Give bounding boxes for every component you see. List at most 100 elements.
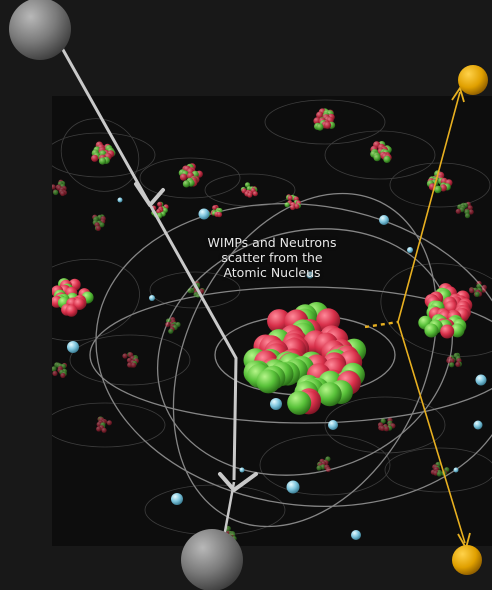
distant-nucleus: [52, 362, 68, 379]
distant-nucleus: [240, 182, 258, 198]
distant-nucleus: [96, 416, 112, 433]
distant-nucleus: [92, 214, 106, 231]
proton: [290, 204, 296, 211]
scattered-direction-arrow: [218, 472, 258, 492]
scatter-caption: WIMPs and Neutrons scatter from the Atom…: [190, 235, 354, 280]
proton: [252, 191, 258, 197]
proton: [313, 117, 321, 125]
neutron: [380, 418, 386, 424]
proton: [131, 362, 137, 368]
electron: [270, 398, 282, 410]
electron: [475, 374, 487, 386]
distant-nucleus: [455, 201, 474, 219]
neutron: [464, 213, 471, 219]
neutron: [316, 465, 322, 471]
neutron: [284, 202, 290, 208]
neutron: [287, 390, 312, 415]
proton: [325, 466, 331, 473]
recoil-paths: [364, 85, 471, 551]
distant-nucleus: [316, 456, 331, 473]
left-nucleus: [52, 278, 94, 317]
proton: [467, 205, 473, 211]
electron: [149, 295, 155, 301]
neighbor-nucleus: [418, 283, 473, 339]
neutron: [168, 328, 174, 334]
proton: [287, 195, 293, 201]
electron: [351, 530, 361, 540]
neutron: [434, 186, 442, 194]
distant-orbits: [52, 99, 492, 536]
neutron: [98, 157, 107, 165]
distant-nucleus: [370, 141, 392, 163]
distant-nuclei: [52, 108, 487, 542]
proton: [91, 154, 99, 162]
proton: [294, 203, 300, 209]
distant-nucleus: [313, 108, 336, 131]
incoming-direction-arrow: [134, 182, 165, 207]
electron: [239, 467, 245, 473]
proton: [455, 208, 461, 214]
proton: [216, 212, 223, 218]
distant-nucleus: [122, 352, 139, 368]
electron: [453, 467, 459, 473]
neutron: [53, 189, 59, 196]
electron: [407, 247, 413, 253]
distant-nucleus: [91, 141, 116, 165]
proton: [316, 111, 324, 119]
distant-nucleus: [165, 317, 181, 334]
neutron: [256, 369, 281, 394]
distant-nucleus: [52, 179, 67, 197]
proton: [127, 362, 133, 368]
recoil-particle-upper: [458, 65, 488, 95]
proton: [60, 372, 66, 379]
proton: [52, 184, 56, 190]
recoil-path-down: [397, 321, 466, 544]
distant-nucleus: [284, 194, 301, 211]
distant-nucleus: [178, 163, 203, 188]
proton: [60, 190, 66, 197]
distant-nucleus: [469, 280, 487, 297]
proton: [469, 288, 475, 294]
distant-nucleus: [446, 352, 462, 368]
orbit-ring: [89, 286, 492, 424]
proton: [384, 426, 390, 432]
caption-line-1: WIMPs and Neutrons: [207, 235, 337, 250]
proton: [481, 287, 487, 293]
recoil-path-up: [397, 91, 461, 323]
neutron: [52, 366, 57, 372]
distant-nucleus: [377, 417, 396, 432]
electron: [379, 215, 389, 225]
neutron: [449, 362, 455, 368]
proton: [440, 324, 455, 339]
proton: [96, 426, 102, 432]
neutron: [187, 288, 193, 294]
recoil-arrow-up: [451, 85, 465, 103]
neutron: [474, 291, 480, 297]
proton: [324, 121, 332, 129]
electron: [306, 271, 314, 279]
proton: [165, 321, 171, 328]
neutron: [320, 464, 326, 470]
impact-dashed-line: [364, 320, 399, 329]
caption-line-3: Atomic Nucleus: [223, 264, 321, 280]
central-atomic-nucleus: [243, 302, 367, 415]
neutron: [450, 323, 465, 338]
neutron: [316, 123, 324, 131]
electron: [473, 420, 483, 430]
electron: [67, 341, 79, 353]
neutron: [99, 222, 105, 228]
neutron: [182, 180, 190, 188]
proton: [95, 225, 101, 231]
proton: [449, 358, 455, 364]
electron: [286, 480, 300, 494]
neutron: [436, 471, 442, 477]
recoil-particle-lower: [452, 545, 482, 575]
caption-line-2: scatter from the: [221, 249, 323, 265]
neutron: [424, 323, 439, 338]
scattered-path-upper: [232, 357, 238, 481]
electron: [171, 493, 183, 505]
proton: [52, 370, 58, 377]
proton: [455, 361, 461, 367]
proton: [468, 209, 474, 215]
electron: [198, 208, 210, 220]
